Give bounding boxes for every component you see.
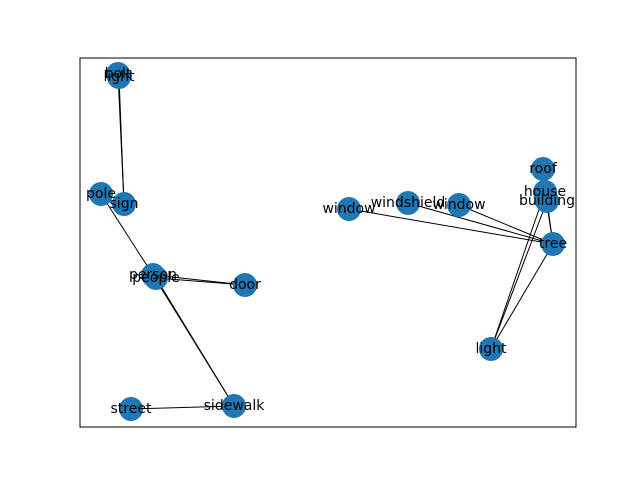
node-label-house: house <box>524 184 566 200</box>
edge-tree-light2 <box>490 243 554 350</box>
node-label-pole: pole <box>86 186 116 202</box>
node-window1[interactable] <box>337 197 361 221</box>
node-sidewalk[interactable] <box>222 394 246 418</box>
node-label-light1: light <box>103 69 135 85</box>
node-label-sign: sign <box>110 196 139 212</box>
node-label-window2: window <box>432 197 485 213</box>
edge-people-sidewalk <box>155 277 235 407</box>
edge-pole-person <box>100 193 154 276</box>
node-pole[interactable] <box>89 182 113 206</box>
node-light2[interactable] <box>479 337 503 361</box>
node-door[interactable] <box>233 273 257 297</box>
edge-windshield-tree <box>407 202 554 245</box>
edge-house-light2 <box>490 191 546 350</box>
edge-building-light2 <box>490 200 548 350</box>
edge-window2-tree <box>458 204 554 245</box>
node-label-door: door <box>229 277 261 293</box>
node-label-sidewalk: sidewalk <box>204 398 266 414</box>
node-label-bolt: bolt <box>105 66 132 82</box>
node-windshield[interactable] <box>396 191 420 215</box>
edge-window1-tree <box>348 208 554 245</box>
edge-street-sidewalk <box>130 405 235 410</box>
node-layer <box>89 62 565 421</box>
node-people[interactable] <box>144 266 168 290</box>
node-window2[interactable] <box>447 193 471 217</box>
node-light1[interactable] <box>107 65 131 89</box>
node-label-window1: window <box>322 201 375 217</box>
node-label-roof: roof <box>529 161 558 177</box>
edge-light1-sign <box>118 76 125 205</box>
node-tree[interactable] <box>541 232 565 256</box>
node-label-people: people <box>132 270 179 286</box>
node-label-person: person <box>129 267 177 283</box>
node-street[interactable] <box>119 397 143 421</box>
node-sign[interactable] <box>112 192 136 216</box>
plot-frame <box>79 57 577 428</box>
edge-people-door <box>155 277 246 286</box>
node-building[interactable] <box>535 189 559 213</box>
node-roof[interactable] <box>531 157 555 181</box>
node-label-light2: light <box>475 341 507 357</box>
node-label-tree: tree <box>539 236 567 252</box>
node-label-windshield: windshield <box>371 195 446 211</box>
node-label-street: street <box>111 401 152 417</box>
node-label-building: building <box>519 193 575 209</box>
